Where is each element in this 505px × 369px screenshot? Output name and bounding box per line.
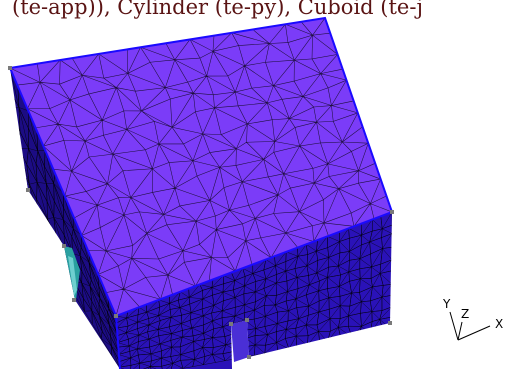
vertex-marker	[8, 66, 12, 70]
z-axis-label: Z	[461, 307, 469, 321]
vertex-marker	[390, 210, 394, 214]
vertex-marker	[72, 298, 76, 302]
inner-cavity-accent-light	[68, 256, 77, 296]
front-face-mesh	[116, 212, 392, 369]
vertex-markers	[8, 66, 394, 359]
front-outline	[115, 315, 121, 369]
top-face	[10, 18, 392, 316]
axis-triad: Y Z X	[442, 297, 503, 341]
vertex-marker	[245, 318, 249, 322]
z-axis-line	[457, 321, 463, 341]
vertex-marker	[26, 188, 30, 192]
y-axis-label: Y	[442, 297, 451, 311]
x-axis-line	[457, 325, 491, 341]
mesh-lines	[10, 18, 392, 316]
vertex-marker	[62, 244, 66, 248]
top-face-mesh	[10, 18, 392, 316]
figure-caption: (te-app)), Cylinder (te-py), Cuboid (te-…	[12, 0, 423, 19]
mesh-lines	[116, 212, 392, 369]
notch-inner-wall	[231, 320, 249, 362]
vertex-marker	[114, 314, 118, 318]
y-axis-line	[449, 311, 459, 341]
x-axis-label: X	[495, 317, 503, 331]
vertex-marker	[229, 322, 233, 326]
vertex-marker	[388, 321, 392, 325]
vertex-marker	[247, 355, 251, 359]
meshed-block-model[interactable]	[8, 16, 394, 369]
